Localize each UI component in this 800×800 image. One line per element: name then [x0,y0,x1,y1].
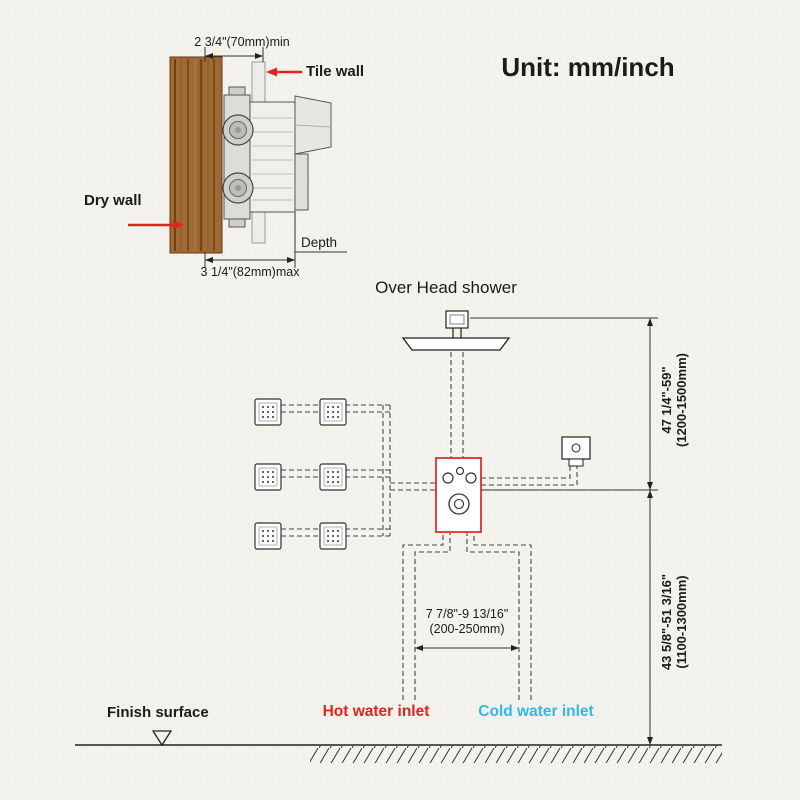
dimension-inlet-spacing-inches: 7 7/8"-9 13/16" [425,607,509,621]
supply-port-top [222,114,254,146]
body-jet [254,463,282,491]
body-jet [254,522,282,550]
dimension-82mm [204,252,295,268]
dry-wall-wood [169,56,223,254]
dimension-upper-height-inches: 47 1/4"-59" [659,366,674,434]
dimension-inlet-spacing-label: 7 7/8"-9 13/16" (200-250mm) [387,607,547,637]
dimension-lower-height-inches: 43 5/8"-51 3/16" [659,573,674,671]
finish-surface-label: Finish surface [107,704,209,721]
body-jet [319,463,347,491]
dimension-lower-height-mm: (1100-1300mm) [674,575,690,669]
body-jets [254,398,347,550]
rough-in-valve-drawing [222,86,332,228]
body-jet [319,522,347,550]
ground-line [75,730,722,763]
rough-in-cross-section [128,47,347,268]
dimension-top-label: 2 3/4"(70mm)min [194,35,290,49]
supply-port-bottom [222,172,254,204]
dimension-upper-height-label: 47 1/4"-59" (1200-1500mm) [659,320,695,480]
body-jet [319,398,347,426]
tile-wall-arrow [266,67,302,77]
unit-label: Unit: mm/inch [501,52,675,82]
dimension-upper-height-mm: (1200-1500mm) [674,353,690,447]
jet-pipes [281,404,436,537]
overhead-shower-drawing [401,310,511,458]
handheld-holder-drawing [481,436,591,486]
dimension-bottom-label: 3 1/4"(82mm)max [200,265,300,279]
depth-label: Depth [301,235,338,250]
body-jet [254,398,282,426]
dimension-70mm [204,47,264,62]
main-valve-drawing [435,457,482,533]
ground-hatching [310,746,722,763]
dimension-inlet-spacing-mm: (200-250mm) [429,621,505,636]
depth-reference-line [294,212,347,268]
cold-water-inlet-label: Cold water inlet [478,703,594,720]
dry-wall-arrow [128,220,184,230]
dimension-inlet-spacing [415,645,519,651]
supply-pipes [402,533,532,700]
height-dimension-lines [470,317,658,745]
overhead-shower-label: Over Head shower [375,278,517,297]
hot-water-inlet-label: Hot water inlet [322,703,430,720]
dimension-lower-height-label: 43 5/8"-51 3/16" (1100-1300mm) [659,537,695,707]
finish-surface-marker [151,730,173,747]
dry-wall-label: Dry wall [84,192,142,209]
installation-layout [75,310,722,763]
tile-wall-label: Tile wall [306,63,365,80]
